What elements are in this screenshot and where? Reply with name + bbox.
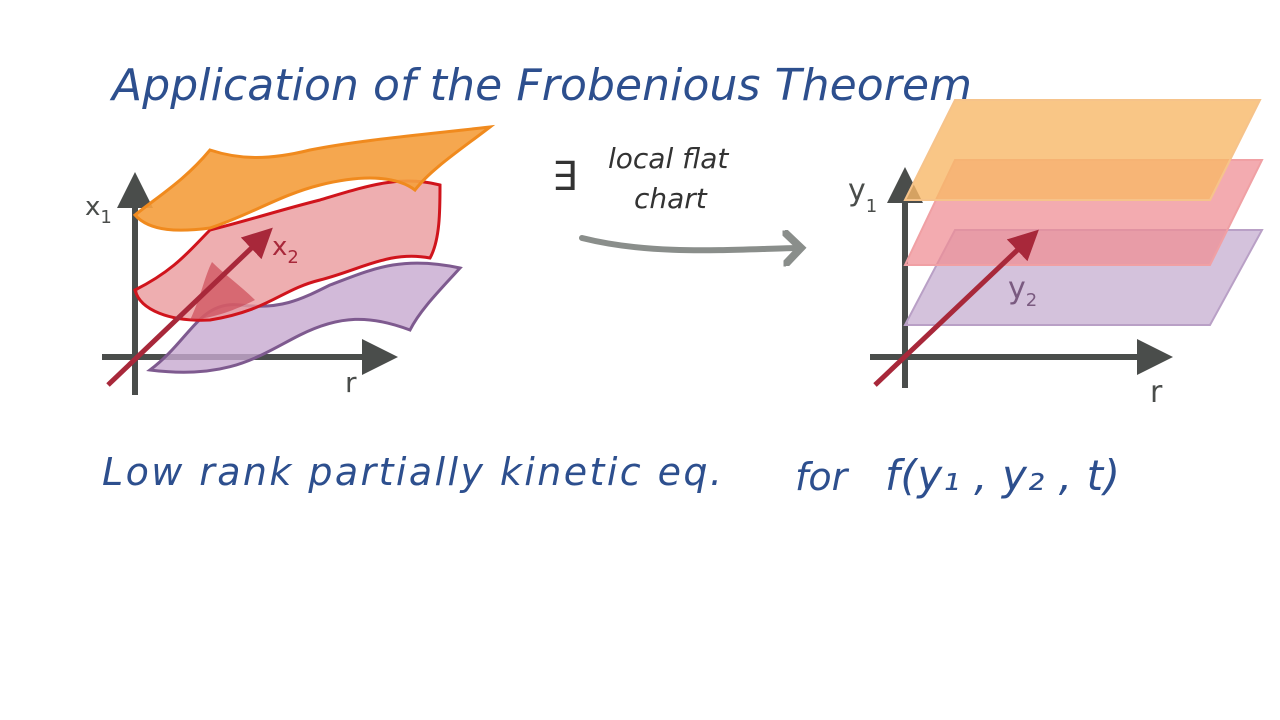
right-axis-r-label: r — [1150, 375, 1163, 410]
equation-description: Low rank partially kinetic eq. — [102, 450, 722, 494]
right-axis-y1-label: y1 — [848, 173, 877, 217]
for-text: for — [795, 455, 850, 499]
local-flat-text: local flat — [608, 142, 729, 175]
right-flat-chart: y1 y2 r — [848, 99, 1264, 410]
orange-leaf — [132, 124, 496, 232]
exists-symbol: ∃ — [552, 154, 577, 200]
left-curved-chart: x1 x2 r — [85, 124, 496, 399]
red-fold — [190, 262, 255, 320]
orange-plane — [903, 99, 1262, 201]
left-axis-x2-label: x2 — [272, 232, 299, 268]
title: Application of the Frobenious Theorem — [109, 60, 972, 111]
left-axis-x1-label: x1 — [85, 192, 112, 228]
transform-arrow — [579, 238, 795, 250]
left-axis-depth — [106, 227, 273, 387]
right-axis-y2-label: y2 — [1008, 271, 1037, 311]
left-axis-r-label: r — [345, 366, 357, 399]
function-formula: f(y₁ , y₂ , t) — [885, 451, 1120, 500]
right-axis-depth — [873, 229, 1039, 387]
chart-text: chart — [634, 182, 708, 215]
